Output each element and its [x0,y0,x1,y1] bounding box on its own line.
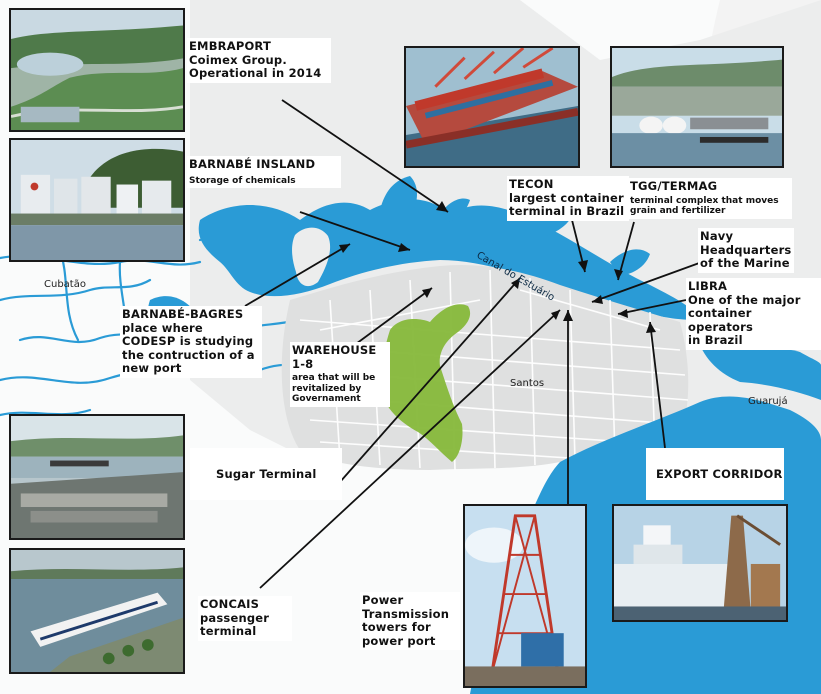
warehouse-label: WAREHOUSE 1-8 area that will be revitali… [290,342,390,407]
cubatao-label: Cubatão [44,279,86,290]
power-line3: towers for [362,620,431,635]
tecon-line1: TECON [509,177,554,191]
embraport-title: EMBRAPORT [189,39,272,53]
tgg-desc2: grain and fertilizer [630,206,726,217]
sugar-terminal-title: Sugar Terminal [216,467,317,481]
navy-label: Navy Headquarters of the Marine [698,228,794,273]
warehouse-sub: 1-8 [292,356,314,371]
concais-label: CONCAIS passenger terminal [198,596,292,641]
barnabe-bagres-line3: CODESP is studying [122,334,254,349]
power-label: Power Transmission towers for power port [360,592,460,651]
barnabe-island-title: BARNABÉ INSLAND [189,157,316,171]
guaruja-label: Guarujá [748,396,788,407]
warehouse-desc1: area that will be [292,373,376,384]
barnabe-bagres-label: BARNABÉ-BAGRES place where CODESP is stu… [120,306,262,378]
tecon-label: TECON largest container terminal in Braz… [507,176,629,221]
santos-label: Santos [510,378,545,389]
power-line1: Power [362,593,404,607]
warehouse-desc2: revitalized by [292,383,362,394]
embraport-photo [9,8,185,132]
tgg-label: TGG/TERMAG terminal complex that moves g… [628,178,792,219]
navy-line3: of the Marine [700,256,790,271]
export-corridor-photo [612,504,788,622]
concais-line3: terminal [200,624,257,639]
power-tower-photo [463,504,587,688]
barnabe-bagres-line1: BARNABÉ-BAGRES [122,307,244,321]
tgg-title: TGG/TERMAG [630,179,718,193]
tgg-desc1: terminal complex that moves [630,195,779,206]
navy-line2: Headquarters [700,242,792,257]
barnabe-bagres-line2: place where [122,320,203,335]
pointer-arrowheads [339,201,656,333]
export-corridor-label: EXPORT CORRIDOR [646,448,784,500]
concais-line2: passenger [200,610,270,625]
embraport-line2: Operational in 2014 [189,66,322,81]
libra-line1: LIBRA [688,279,728,293]
barnabe-tanks-photo [9,138,185,262]
pointer-lines [244,99,703,589]
navy-line1: Navy [700,229,734,243]
power-line2: Transmission [362,606,450,621]
concais-line1: CONCAIS [200,597,260,611]
warehouse-desc3: Governament [292,394,361,405]
tgg-termag-photo [610,46,784,168]
libra-line3: container operators [688,306,754,334]
green-park-area [381,304,471,462]
concais-ship-photo [9,548,185,674]
libra-line4: in Brazil [688,333,743,348]
libra-line2: One of the major [688,292,801,307]
tecon-ship-photo [404,46,580,168]
libra-label: LIBRA One of the major container operato… [686,278,821,350]
export-corridor-title: EXPORT CORRIDOR [656,467,783,481]
barnabe-island-label: BARNABÉ INSLAND Storage of chemicals [187,156,341,189]
embraport-label: EMBRAPORT Coimex Group. Operational in 2… [187,38,331,83]
sugar-terminal-photo [9,414,185,540]
santos-city [281,264,689,471]
barnabe-bagres-line4: the contruction of a [122,347,255,362]
power-line4: power port [362,633,436,648]
barnabe-island-desc: Storage of chemicals [189,175,296,186]
barnabe-bagres-line5: new port [122,361,182,376]
tecon-line2: largest container [509,190,624,205]
sugar-terminal-label: Sugar Terminal [190,448,342,500]
tecon-line3: terminal in Brazil [509,204,625,219]
warehouse-title: WAREHOUSE [292,343,377,357]
embraport-line1: Coimex Group. [189,52,287,67]
